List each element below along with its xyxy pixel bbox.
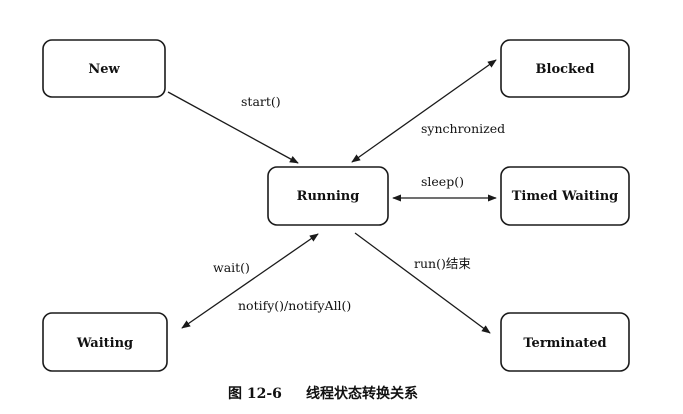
edge-label-sleep: sleep() (421, 174, 464, 189)
node-terminated: Terminated (500, 312, 630, 372)
node-waiting: Waiting (42, 312, 168, 372)
edge-running-to-terminated (354, 232, 491, 334)
node-new-label: New (88, 62, 120, 77)
edge-label-wait: wait() (213, 260, 250, 275)
figure-title: 线程状态转换关系 (306, 385, 418, 402)
node-timed-waiting-label: Timed Waiting (512, 189, 619, 204)
edge-label-run-end: run()结束 (414, 256, 471, 271)
node-blocked-label: Blocked (536, 62, 595, 77)
figure-number: 图 12-6 (228, 386, 282, 402)
node-running-label: Running (297, 189, 360, 204)
edge-new-to-running (167, 91, 299, 164)
node-new: New (42, 39, 166, 98)
edge-label-synchronized: synchronized (421, 121, 505, 136)
node-blocked: Blocked (500, 39, 630, 98)
edge-running-blocked (351, 59, 497, 163)
edge-label-start: start() (241, 94, 281, 109)
node-waiting-label: Waiting (76, 336, 133, 351)
node-terminated-label: Terminated (523, 336, 606, 351)
edge-label-notify: notify()/notifyAll() (238, 298, 351, 313)
node-running: Running (267, 166, 389, 226)
node-timed-waiting: Timed Waiting (500, 166, 630, 226)
edge-running-waiting (181, 233, 319, 329)
